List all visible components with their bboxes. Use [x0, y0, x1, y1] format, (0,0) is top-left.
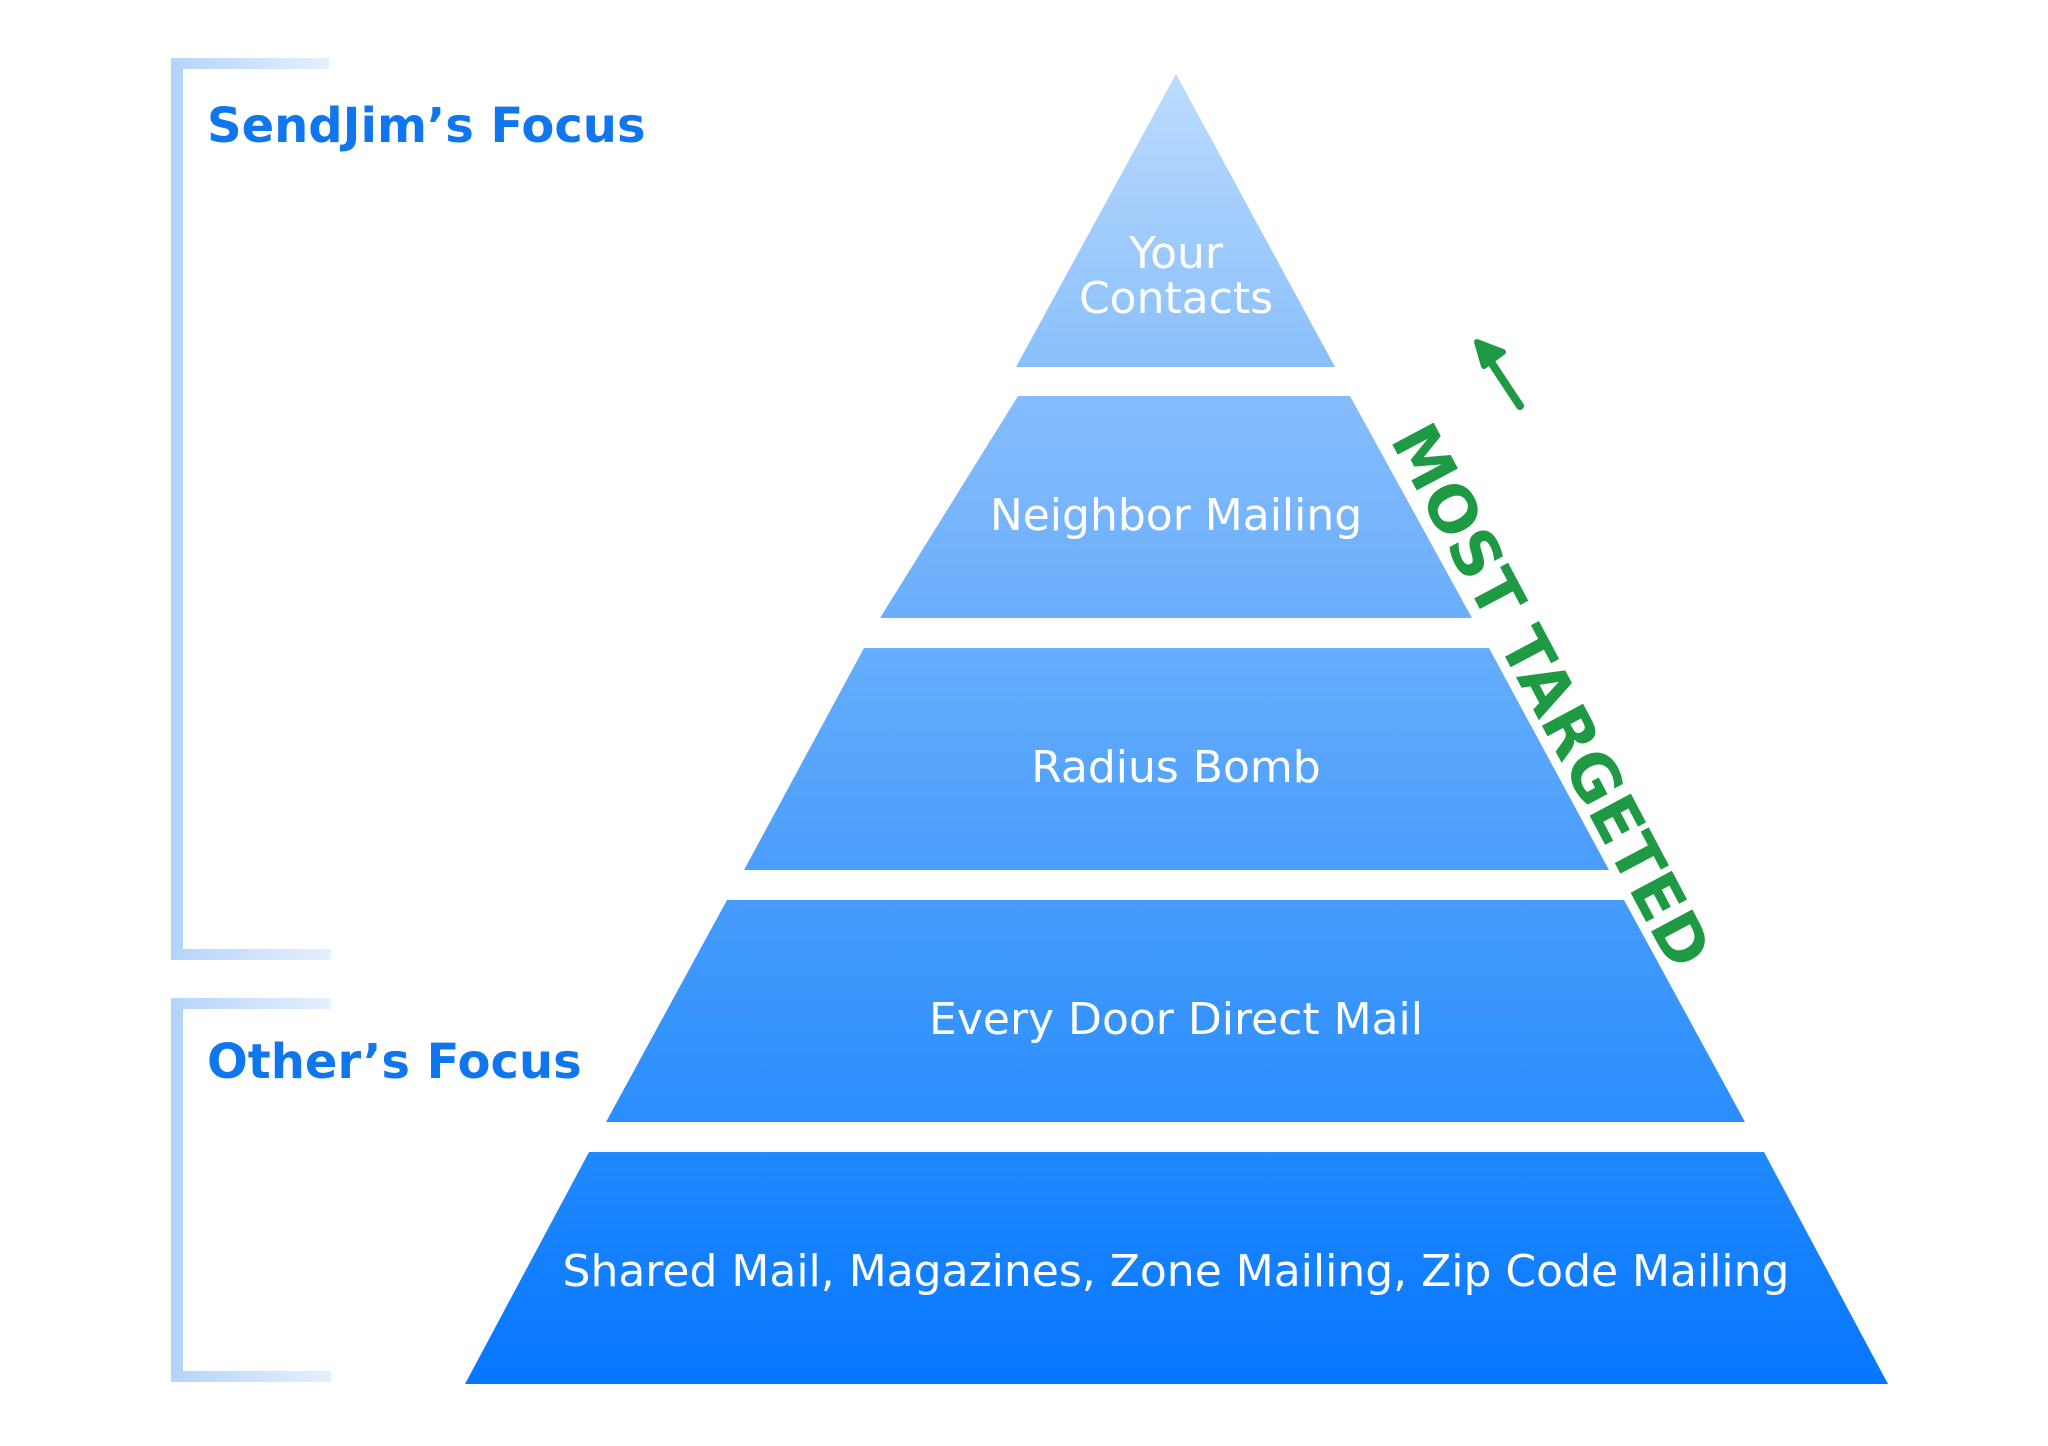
tier-label-your-contacts-line-1: Your: [1128, 228, 1224, 279]
tier-labels: Your Contacts Neighbor Mailing Radius Bo…: [563, 228, 1790, 1297]
tier-neighbor-mailing[interactable]: [880, 396, 1472, 618]
tier-every-door-direct-mail[interactable]: [606, 900, 1745, 1122]
tier-label-shared-mail: Shared Mail, Magazines, Zone Mailing, Zi…: [563, 1246, 1790, 1297]
pyramid: [465, 74, 1888, 1384]
tier-shared-mail[interactable]: [465, 1152, 1888, 1384]
others-focus-label: Other’s Focus: [207, 1034, 582, 1090]
tier-your-contacts[interactable]: [1016, 74, 1335, 367]
sendjim-focus-label: SendJim’s Focus: [207, 98, 646, 154]
others-focus-bracket: [171, 998, 331, 1382]
tier-label-every-door-direct-mail: Every Door Direct Mail: [929, 994, 1423, 1045]
tier-label-radius-bomb: Radius Bomb: [1031, 742, 1320, 793]
tier-label-your-contacts-line-2: Contacts: [1079, 273, 1273, 324]
tier-label-neighbor-mailing: Neighbor Mailing: [990, 490, 1362, 541]
sendjim-focus-bracket: [171, 58, 331, 960]
up-arrow-icon: [1474, 339, 1524, 410]
tier-radius-bomb[interactable]: [744, 648, 1609, 870]
